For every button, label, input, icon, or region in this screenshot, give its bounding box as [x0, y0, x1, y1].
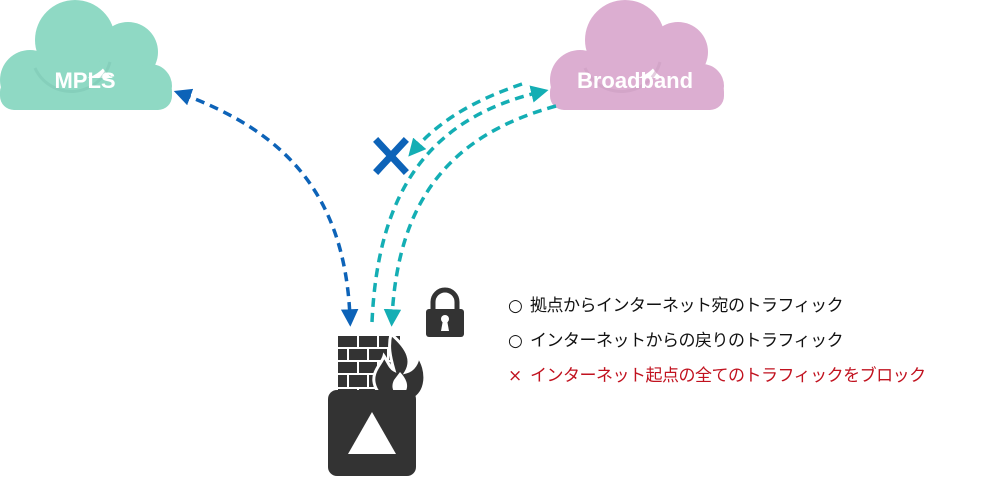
- legend-text: 拠点からインターネット宛のトラフィック: [530, 296, 844, 316]
- mpls-traffic-arrow: [173, 88, 359, 327]
- legend-text: インターネット起点の全てのトラフィックをブロック: [530, 366, 926, 386]
- broadband-cloud-shape: [550, 0, 724, 110]
- blocked-mark: ×: [508, 366, 522, 386]
- padlock-icon: [426, 287, 464, 337]
- legend-text: インターネットからの戻りのトラフィック: [530, 331, 844, 351]
- return-traffic-arrow: [383, 104, 557, 327]
- blocked-inbound-arrow: [408, 82, 523, 157]
- legend-item-outbound: ○ 拠点からインターネット宛のトラフィック: [508, 289, 926, 324]
- mpls-label: MPLS: [54, 68, 115, 93]
- broadband-cloud: Broadband: [550, 0, 724, 110]
- mpls-cloud-shape: [0, 0, 172, 110]
- legend-item-return: ○ インターネットからの戻りのトラフィック: [508, 324, 926, 359]
- x-mark-icon: [373, 137, 409, 175]
- broadband-label: Broadband: [577, 68, 693, 93]
- outbound-internet-arrow: [370, 85, 549, 323]
- allowed-mark: ○: [508, 296, 523, 316]
- allowed-mark: ○: [508, 331, 523, 351]
- router-triangle-icon: [328, 390, 416, 476]
- legend-item-blocked: × インターネット起点の全てのトラフィックをブロック: [508, 359, 926, 394]
- traffic-legend: ○ 拠点からインターネット宛のトラフィック ○ インターネットからの戻りのトラフィッ…: [508, 289, 926, 394]
- mpls-cloud: MPLS: [0, 0, 172, 110]
